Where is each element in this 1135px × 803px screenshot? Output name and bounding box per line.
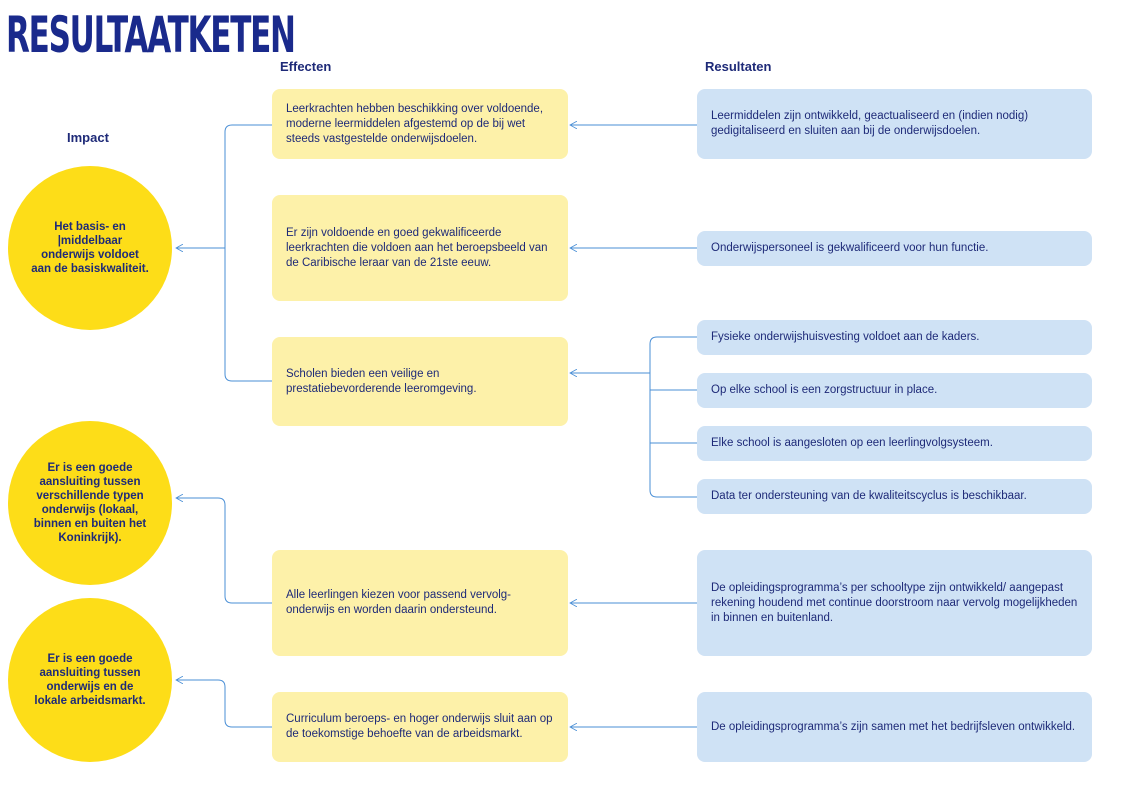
effect-box: Scholen bieden een veilige en prestatieb… <box>272 337 568 426</box>
result-box: De opleidingsprogramma’s per schooltype … <box>697 550 1092 656</box>
effect-text: Scholen bieden een veilige en prestatieb… <box>286 367 477 395</box>
result-text: Data ter ondersteuning van de kwaliteits… <box>711 490 1027 502</box>
result-box: Op elke school is een zorgstructuur in p… <box>697 373 1092 408</box>
result-text: De opleidingsprogramma’s zijn samen met … <box>711 720 1076 733</box>
result-box: Fysieke onderwijshuisvesting voldoet aan… <box>697 320 1092 355</box>
effect-text: Alle leerlingen kiezen voor passend verv… <box>286 589 512 616</box>
impact-text: Er is een goede aansluiting tussen onder… <box>34 653 146 707</box>
connector-results-group <box>649 336 697 498</box>
result-text: Leermiddelen zijn ontwikkeld, geactualis… <box>711 110 1029 137</box>
result-box: Leermiddelen zijn ontwikkeld, geactualis… <box>697 89 1092 159</box>
effect-text: Curriculum beroeps- en hoger onderwijs s… <box>286 713 553 740</box>
result-text: Elke school is aangesloten op een leerli… <box>711 437 993 449</box>
connector-effect1-impact1 <box>224 124 272 382</box>
result-text: Op elke school is een zorgstructuur in p… <box>711 384 938 396</box>
impact-circle: Er is een goede aansluiting tussen onder… <box>8 598 172 762</box>
effect-box: Er zijn voldoende en goed gekwalificeerd… <box>272 195 568 301</box>
result-text: Fysieke onderwijshuisvesting voldoet aan… <box>711 331 980 343</box>
result-box: De opleidingsprogramma’s zijn samen met … <box>697 692 1092 762</box>
impact-circle: Het basis- en |middelbaar onderwijs vold… <box>8 166 172 330</box>
effect-box: Alle leerlingen kiezen voor passend verv… <box>272 550 568 656</box>
result-text: Onderwijspersoneel is gekwalificeerd voo… <box>711 242 989 254</box>
page-title: RESULTAATKETEN <box>6 6 296 64</box>
effecten-header: Effecten <box>280 59 332 74</box>
impact-text: Er is een goede aansluiting tussen versc… <box>33 462 147 544</box>
result-box: Data ter ondersteuning van de kwaliteits… <box>697 479 1092 514</box>
effect-text: Leerkrachten hebben beschikking over vol… <box>286 102 544 145</box>
result-box: Elke school is aangesloten op een leerli… <box>697 426 1092 461</box>
connector-effect4-impact2 <box>176 498 272 604</box>
effect-box: Curriculum beroeps- en hoger onderwijs s… <box>272 692 568 762</box>
effect-text: Er zijn voldoende en goed gekwalificeerd… <box>286 226 548 269</box>
resultaten-header: Resultaten <box>705 59 772 74</box>
impact-header: Impact <box>67 130 109 145</box>
result-text: De opleidingsprogramma’s per schooltype … <box>711 581 1078 624</box>
effect-box: Leerkrachten hebben beschikking over vol… <box>272 89 568 159</box>
connector-effect5-impact3 <box>176 680 272 728</box>
impact-circle: Er is een goede aansluiting tussen versc… <box>8 421 172 585</box>
result-box: Onderwijspersoneel is gekwalificeerd voo… <box>697 231 1092 266</box>
impact-text: Het basis- en |middelbaar onderwijs vold… <box>31 221 149 275</box>
